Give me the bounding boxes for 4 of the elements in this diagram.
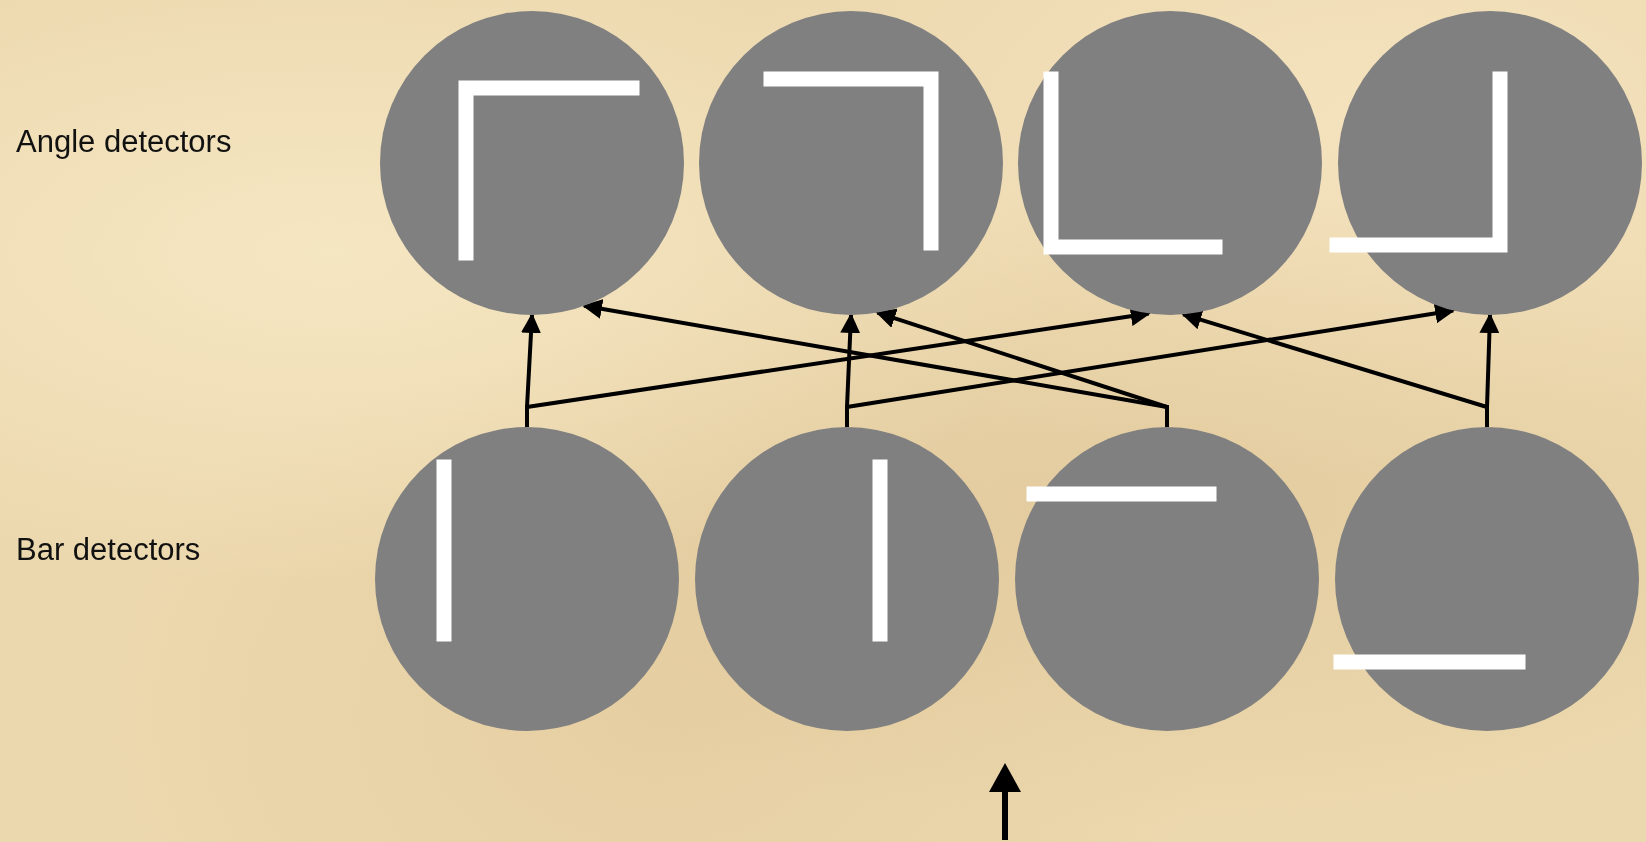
row-label: Angle detectors — [16, 124, 232, 160]
row-label: Bar detectors — [16, 532, 201, 568]
arrow — [1479, 313, 1500, 427]
arrow — [875, 308, 1169, 427]
